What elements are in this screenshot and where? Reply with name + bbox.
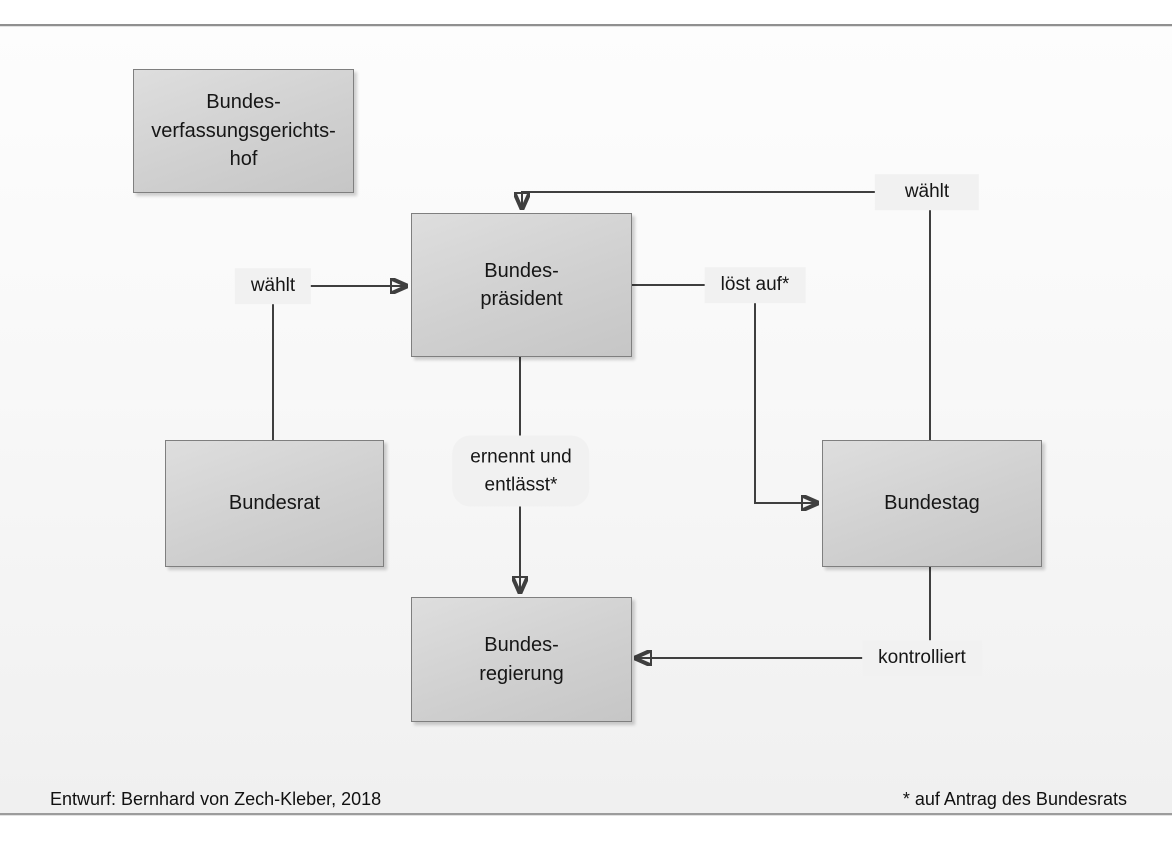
node-bundesregierung: Bundes- regierung [411,597,632,722]
node-bundestag-label: Bundestag [884,492,980,515]
node-bundesrat-label: Bundesrat [228,492,321,515]
node-bundespraesident: Bundes- präsident [411,213,632,357]
edge-label-waehlt-bundestag: wählt [874,174,980,210]
node-bundestag: Bundestag [822,440,1042,567]
edge-label-ernennt-und-entlaesst: ernennt und entlässt* [452,435,590,507]
footer-credit: Entwurf: Bernhard von Zech-Kleber, 2018 [50,789,382,809]
footer-footnote: * auf Antrag des Bundesrats [902,789,1127,809]
bottom-border-rule [0,813,1172,816]
node-bundesrat: Bundesrat [165,440,384,567]
edge-label-loest-auf: löst auf* [704,267,806,303]
edge-label-kontrolliert: kontrolliert [862,640,982,676]
top-border-rule [0,24,1172,27]
node-bundesverfassungsgerichtshof: Bundes- verfassungsgerichts- hof [133,69,354,193]
node-bundesregierung-label: Bundes- regierung [479,634,564,685]
node-bundesverfassungsgerichtshof-label: Bundes- verfassungsgerichts- hof [151,91,336,171]
node-bundespraesident-label: Bundes- präsident [480,259,563,310]
edge-label-waehlt-bundesrat: wählt [234,268,312,304]
